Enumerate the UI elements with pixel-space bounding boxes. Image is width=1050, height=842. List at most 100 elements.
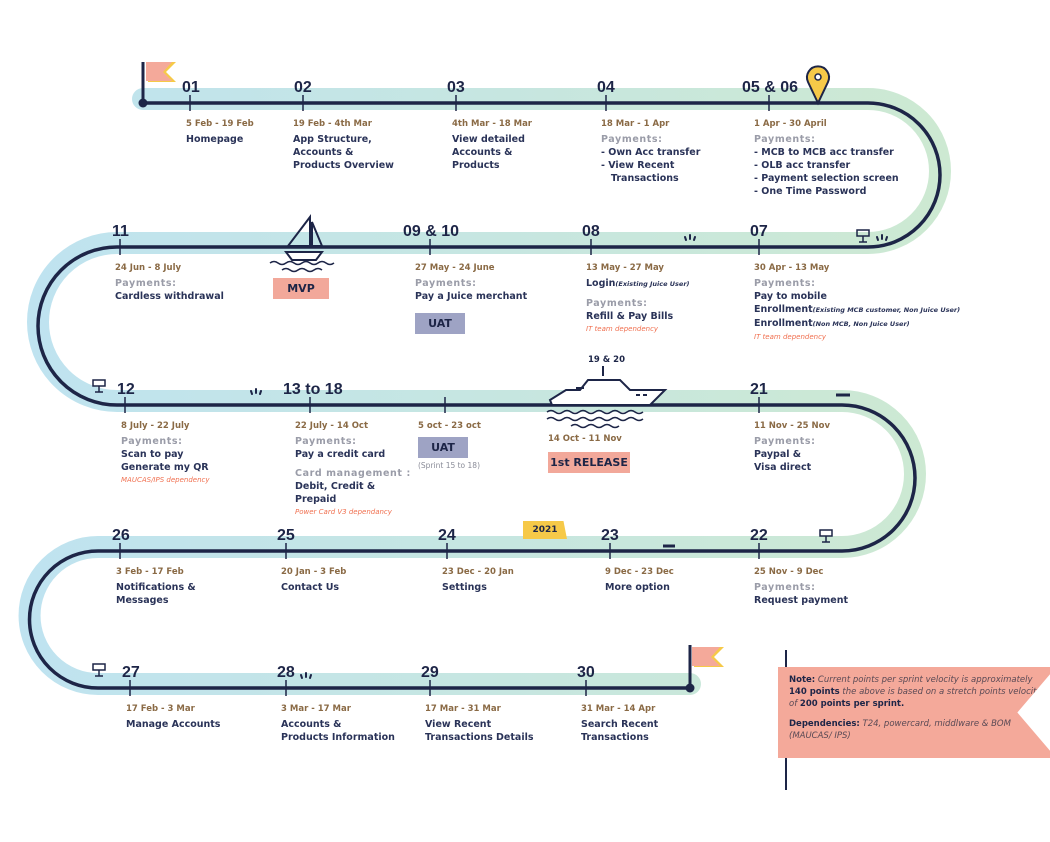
sprint-number: 11 xyxy=(112,223,129,240)
milestone-subtext: (Existing MCB customer, Non Juice User) xyxy=(812,306,961,314)
track-glow xyxy=(18,88,951,695)
milestone-text: Notifications & xyxy=(116,582,196,593)
sprint-dates: 24 Jun - 8 July xyxy=(115,263,182,273)
milestone-text: - Own Acc transfer xyxy=(601,147,701,158)
signpost-icon xyxy=(92,229,870,677)
milestone-item: Accounts & xyxy=(281,718,395,731)
sprint-dates: 23 Dec - 20 Jan xyxy=(442,567,514,577)
milestone-heading: Payments: xyxy=(754,277,960,290)
milestone-text: IT team dependency xyxy=(586,325,659,333)
sprint-number: 28 xyxy=(277,664,295,681)
milestone-text: Contact Us xyxy=(281,582,340,593)
milestone-item: Enrollment(Non MCB, Non Juice User) xyxy=(754,317,960,331)
milestone-heading: Payments: xyxy=(415,277,527,290)
milestone-text: View detailed xyxy=(452,134,525,145)
milestone-text: - Payment selection screen xyxy=(754,173,899,184)
milestone-text: Payments: xyxy=(415,278,477,289)
sprint-number: 30 xyxy=(577,664,595,681)
milestone-text: Products Overview xyxy=(293,160,394,171)
sprint-number: 05 & 06 xyxy=(742,79,799,96)
milestone-text: Accounts & xyxy=(281,719,342,730)
milestone-text: Pay a Juice merchant xyxy=(415,291,528,302)
milestone-text: Pay a credit card xyxy=(295,449,386,460)
grass-icon xyxy=(250,234,888,679)
milestone-item: View detailed xyxy=(452,133,532,146)
milestone-text: - One Time Password xyxy=(754,186,867,197)
milestone-text: Visa direct xyxy=(754,462,812,473)
sprint-dates: 13 May - 27 May xyxy=(586,263,664,273)
sprint-dates: 17 Feb - 3 Mar xyxy=(126,704,195,714)
milestone-item: Pay a Juice merchant xyxy=(415,290,527,303)
milestone-text: Generate my QR xyxy=(121,462,209,473)
milestone-heading: Payments: xyxy=(754,435,830,448)
sprint-dates: 3 Mar - 17 Mar xyxy=(281,704,351,714)
sprint-dates: 4th Mar - 18 Mar xyxy=(452,119,532,129)
sprint-dates: 11 Nov - 25 Nov xyxy=(754,421,831,431)
milestone-text: Login xyxy=(586,278,616,289)
dash-icon xyxy=(663,393,850,548)
sprint-dates: 31 Mar - 14 Apr xyxy=(581,704,656,714)
end-flag-icon xyxy=(685,645,724,693)
milestone-heading: Payments: xyxy=(586,297,690,310)
release-sprint-label: 19 & 20 xyxy=(588,355,625,365)
milestone-note: IT team dependency xyxy=(586,323,690,336)
milestone-item: App Structure, xyxy=(293,133,394,146)
milestone-heading: Payments: xyxy=(115,277,224,290)
sprint-number: 12 xyxy=(117,381,135,398)
sprint-dates: 8 July - 22 July xyxy=(121,421,190,431)
milestone-text: Request payment xyxy=(754,595,849,606)
sprint-number: 22 xyxy=(750,527,768,544)
milestone-note: IT team dependency xyxy=(754,331,960,344)
dependencies-text: T24, powercard, middlware & BOM (MAUCAS/… xyxy=(789,719,1011,741)
milestone-item: - MCB to MCB acc transfer xyxy=(754,146,899,159)
milestone-text: Payments: xyxy=(121,436,183,447)
milestone-item: Transactions xyxy=(581,731,658,744)
sprint-number: 23 xyxy=(601,527,619,544)
sprint-number: 13 to 18 xyxy=(283,381,343,398)
milestone-item: - View Recent xyxy=(601,159,700,172)
milestone-item: More option xyxy=(605,581,674,594)
sprint-dates: 5 oct - 23 oct xyxy=(418,421,481,431)
location-pin-icon xyxy=(806,65,830,106)
note-box: Note: Current points per sprint velocity… xyxy=(778,667,1050,758)
milestone-item: Cardless withdrawal xyxy=(115,290,224,303)
yacht-icon xyxy=(546,366,668,429)
milestone-heading: Card management : xyxy=(295,467,411,480)
milestone-item: - OLB acc transfer xyxy=(754,159,899,172)
milestone-text: Products xyxy=(452,160,500,171)
milestone-item: Manage Accounts xyxy=(126,718,220,731)
milestone-text: Payments: xyxy=(115,278,177,289)
milestone-text: View Recent xyxy=(425,719,492,730)
uat-badge-sprint-15-18: UAT xyxy=(418,437,468,458)
sprint-dates: 19 Feb - 4th Mar xyxy=(293,119,372,129)
sprint-dates: 27 May - 24 June xyxy=(415,263,495,273)
sprint-dates: 9 Dec - 23 Dec xyxy=(605,567,674,577)
milestone-note: Power Card V3 dependancy xyxy=(295,506,411,519)
milestone-text: Transactions xyxy=(601,173,679,184)
milestone-text: Messages xyxy=(116,595,169,606)
sprint-number: 04 xyxy=(597,79,615,96)
sprint-dates: 1 Apr - 30 April xyxy=(754,119,827,129)
sprint-number: 01 xyxy=(182,79,200,96)
milestone-text: MAUCAS/IPS dependency xyxy=(121,476,210,484)
milestone-heading: Payments: xyxy=(754,133,899,146)
sprint-dates: 5 Feb - 19 Feb xyxy=(186,119,254,129)
milestone-text: IT team dependency xyxy=(754,333,827,341)
milestone-heading: Payments: xyxy=(754,581,848,594)
milestone-item: Paypal & xyxy=(754,448,830,461)
milestone-item: Pay to mobile xyxy=(754,290,960,303)
milestone-text: Card management : xyxy=(295,468,411,479)
milestone-item: Generate my QR xyxy=(121,461,210,474)
